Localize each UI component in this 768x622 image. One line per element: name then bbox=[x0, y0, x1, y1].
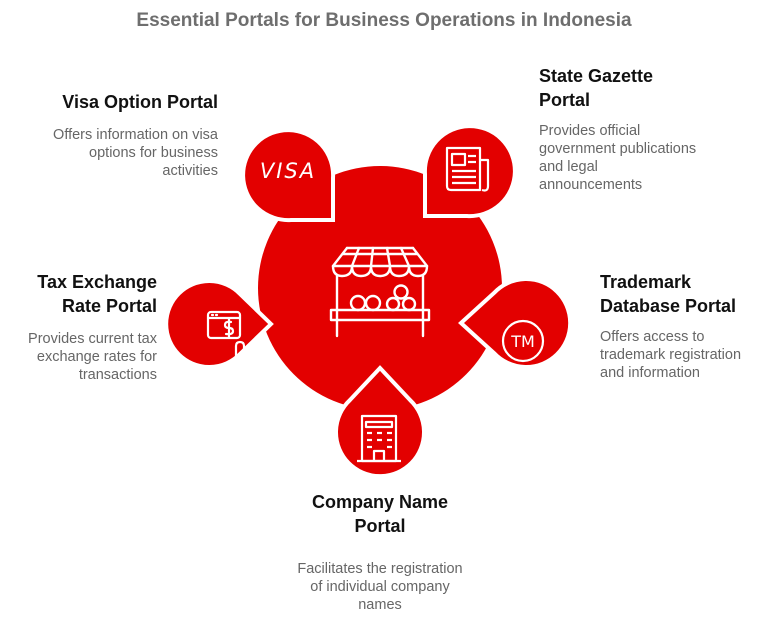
gazette-description: Provides official government publication… bbox=[539, 123, 697, 193]
tax-bubble bbox=[164, 279, 274, 369]
visa-bubble bbox=[241, 128, 336, 223]
newspaper-icon bbox=[445, 146, 490, 192]
visa-text-block: Visa Option Portal Offers information on… bbox=[40, 90, 218, 180]
gazette-heading: State Gazette Portal bbox=[539, 66, 654, 110]
market-stall-icon bbox=[329, 246, 431, 338]
visa-node[interactable]: VISA bbox=[241, 128, 336, 223]
tax-description: Provides current tax exchange rates for … bbox=[28, 331, 157, 383]
tax-text-block: Tax Exchange Rate Portal Provides curren… bbox=[12, 270, 157, 384]
company-text-block: Company Name Portal Facilitates the regi… bbox=[290, 490, 470, 614]
center-hub bbox=[258, 166, 502, 410]
company-heading: Company Name Portal bbox=[311, 492, 449, 536]
trademark-description: Offers access to trademark registration … bbox=[600, 329, 742, 381]
page-title: Essential Portals for Business Operation… bbox=[136, 10, 632, 31]
tax-payment-icon bbox=[206, 310, 256, 366]
visa-icon: VISA bbox=[260, 159, 316, 183]
tax-heading: Tax Exchange Rate Portal bbox=[37, 272, 157, 316]
company-node[interactable] bbox=[334, 365, 426, 479]
trademark-heading: Trademark Database Portal bbox=[600, 272, 737, 316]
gazette-text-block: State Gazette Portal Provides official g… bbox=[539, 64, 714, 194]
visa-heading: Visa Option Portal bbox=[62, 92, 218, 112]
office-building-icon bbox=[357, 414, 401, 463]
trademark-text-block: Trademark Database Portal Offers access … bbox=[600, 270, 760, 382]
gazette-node[interactable] bbox=[422, 124, 517, 219]
trademark-node[interactable]: TM bbox=[458, 277, 573, 369]
trademark-circle bbox=[501, 319, 545, 363]
trademark-icon: TM bbox=[510, 332, 535, 351]
company-description: Facilitates the registration of individu… bbox=[297, 561, 463, 613]
visa-description: Offers information on visa options for b… bbox=[53, 127, 218, 179]
tax-node[interactable] bbox=[164, 279, 274, 369]
